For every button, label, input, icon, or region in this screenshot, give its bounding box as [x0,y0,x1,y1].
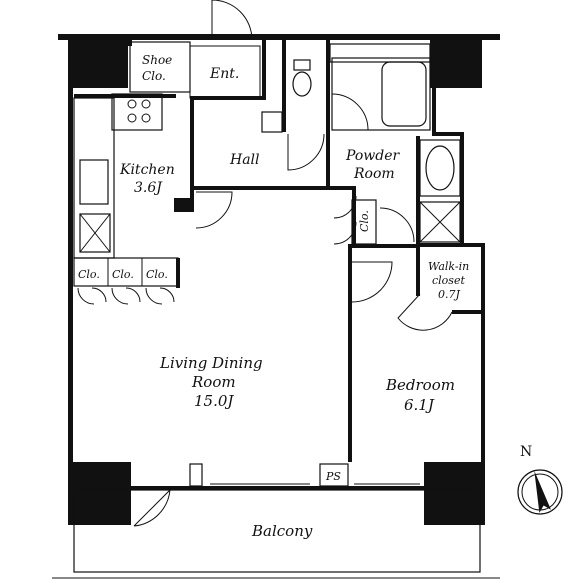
walk-in-wall-left [416,246,420,296]
balcony-door[interactable] [133,488,171,527]
living-label-1: Living Dining [159,354,263,372]
left-wall [68,86,73,464]
closet-door-2[interactable] [111,287,141,305]
balcony-label: Balcony [251,522,313,540]
shoe-closet-label-1: Shoe [142,53,172,67]
compass: N [517,444,563,515]
column-top-right [430,34,482,88]
toilet-fixture [292,71,312,97]
bedroom-wall [348,246,352,462]
column-bottom-right [424,462,485,525]
entrance-wall-right [262,40,266,98]
small-closet-label: Clo. [358,210,371,232]
small-closet-wall [352,190,356,246]
kitchen-size: 3.6J [134,180,163,196]
compass-needle-icon [534,470,551,513]
closet-row-wall [176,258,180,288]
entrance-door[interactable] [211,0,253,41]
walk-in-wall-bottom [452,310,484,314]
kitchen-label: Kitchen [119,162,175,178]
powder-door[interactable] [379,207,415,243]
hall-door[interactable] [287,133,325,171]
top-wall [58,34,500,40]
powder-wall-right [416,136,420,246]
walk-in-label-1: Walk-in [428,260,469,273]
column-top-left [68,34,128,88]
closet-door-1[interactable] [77,287,107,305]
walk-in-label-3: 0.7J [438,288,460,301]
column-bottom-left [68,462,131,525]
entrance-label: Ent. [209,66,239,82]
toilet-door[interactable] [331,93,369,131]
bedroom-label: Bedroom [385,376,455,394]
right-wall-top [432,86,436,136]
closet-row-label-3: Clo. [146,268,168,281]
compass-north-label: N [520,444,532,460]
right-wall-upper [460,133,464,247]
pipe-space-label: PS [325,470,341,483]
bedroom-door[interactable] [351,261,393,303]
walk-in-label-2: closet [432,274,465,287]
kitchen-wall-low [174,198,194,212]
shoe-closet-label-2: Clo. [142,69,166,83]
closet-door-3[interactable] [145,287,175,305]
living-label-2: Room [191,373,236,391]
hall-label: Hall [229,152,260,168]
right-wall-step2 [416,243,485,247]
powder-label-1: Powder [345,148,401,164]
kitchen-hall-wall [190,98,194,210]
bedroom-wall-top [348,244,416,248]
toilet-wall-left [282,40,286,132]
closet-row-label-2: Clo. [112,268,134,281]
closet-row-label-1: Clo. [78,268,100,281]
powder-wall-bottom [326,186,356,190]
right-wall-step [432,132,464,136]
powder-label-2: Room [353,166,395,182]
right-wall-lower [481,245,485,467]
living-size: 15.0J [194,392,234,410]
bedroom-size: 6.1J [404,396,435,414]
hall-wall-bottom [190,186,330,190]
living-door[interactable] [195,191,233,229]
toilet-wall-right [326,40,330,190]
small-closet-door[interactable] [333,195,357,245]
walk-in-door[interactable] [397,293,453,331]
bottom-wall [68,486,483,490]
kitchen-wall-bottom [74,94,176,98]
